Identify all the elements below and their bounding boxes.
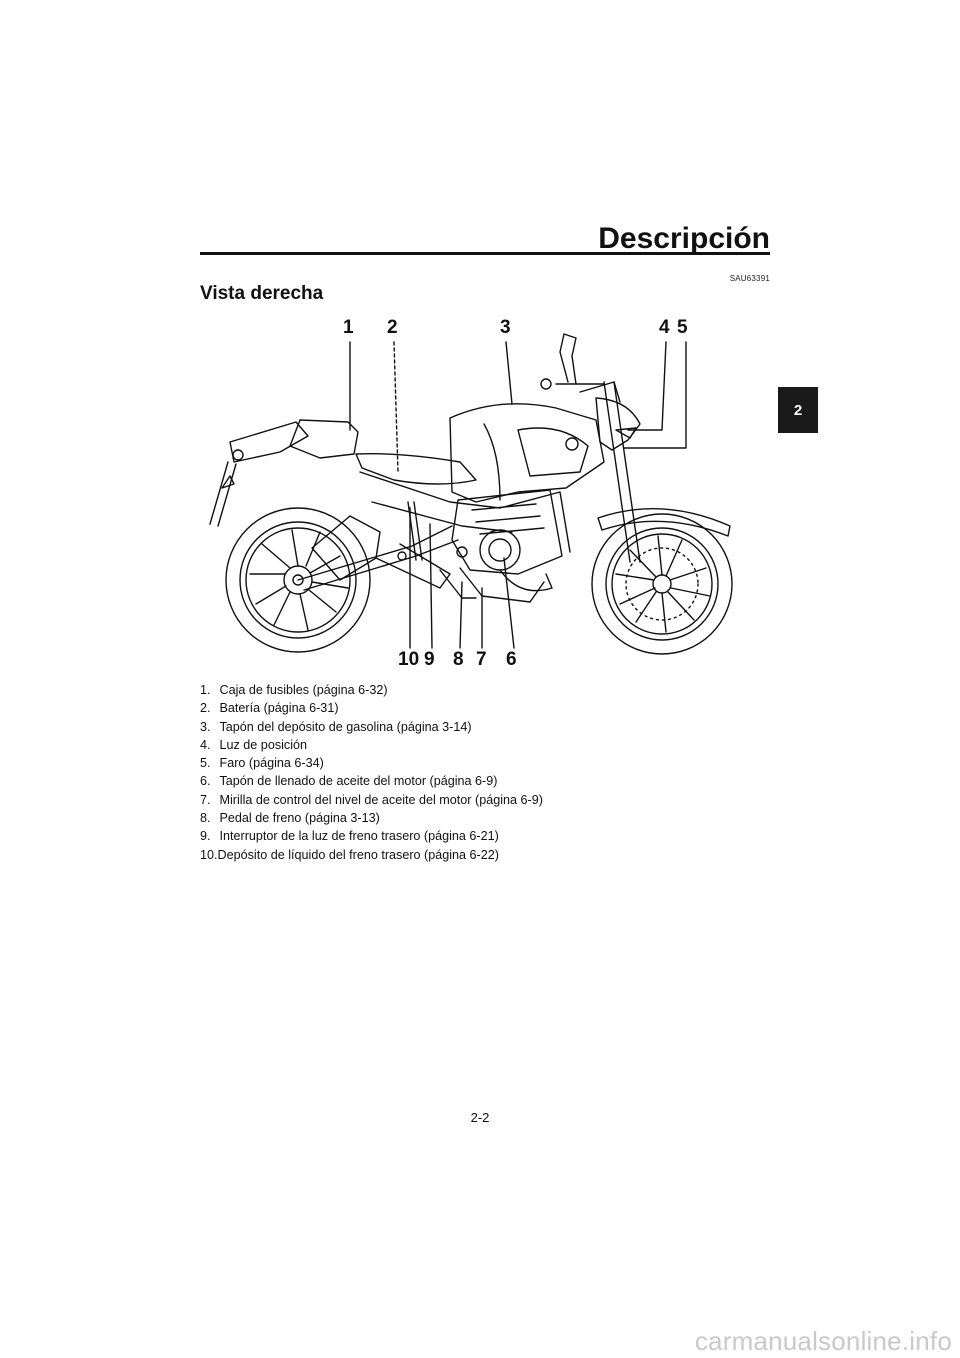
page-title: Descripción: [598, 222, 770, 255]
front-wheel-icon: [591, 513, 733, 655]
callout-5: 5: [677, 317, 688, 338]
callout-4: 4: [659, 317, 670, 338]
legend-item: 9. Interruptor de la luz de freno traser…: [200, 829, 499, 844]
motorcycle-drawing: [209, 333, 733, 655]
callout-10: 10: [398, 649, 420, 670]
legend-item: 4. Luz de posición: [200, 737, 308, 752]
legend-item: 8. Pedal de freno (página 3-13): [200, 811, 380, 826]
chapter-tab: 2: [778, 387, 818, 433]
callout-1: 1: [343, 317, 354, 338]
legend-item: 1. Caja de fusibles (página 6-32): [200, 683, 388, 697]
legend-item: 7. Mirilla de control del nivel de aceit…: [200, 792, 543, 807]
engine-icon: [451, 489, 563, 603]
callout-7: 7: [476, 649, 487, 670]
callout-2: 2: [387, 317, 398, 338]
exhaust-icon: [311, 515, 451, 589]
motorcycle-diagram: 1 2 3 4 5 6 7 8 9 10: [200, 312, 770, 672]
legend-item: 5. Faro (página 6-34): [200, 756, 324, 771]
legend-item: 3. Tapón del depósito de gasolina (págin…: [200, 719, 472, 734]
section-code: SAU63391: [729, 274, 770, 283]
callout-6: 6: [506, 649, 517, 670]
section-heading: Vista derecha: [200, 283, 324, 304]
callout-9: 9: [424, 649, 435, 670]
page-number: 2-2: [470, 1110, 490, 1125]
title-rule: [200, 252, 770, 255]
legend-item: 2. Batería (página 6-31): [200, 701, 339, 716]
legend-item: 6. Tapón de llenado de aceite del motor …: [200, 774, 498, 789]
parts-legend: 1. Caja de fusibles (página 6-32) 2. Bat…: [200, 681, 760, 864]
callout-3: 3: [500, 317, 511, 338]
legend-item: 10.Depósito de líquido del freno trasero…: [200, 847, 499, 862]
watermark: carmanualsonline.info: [694, 1326, 952, 1356]
callout-8: 8: [453, 649, 464, 670]
